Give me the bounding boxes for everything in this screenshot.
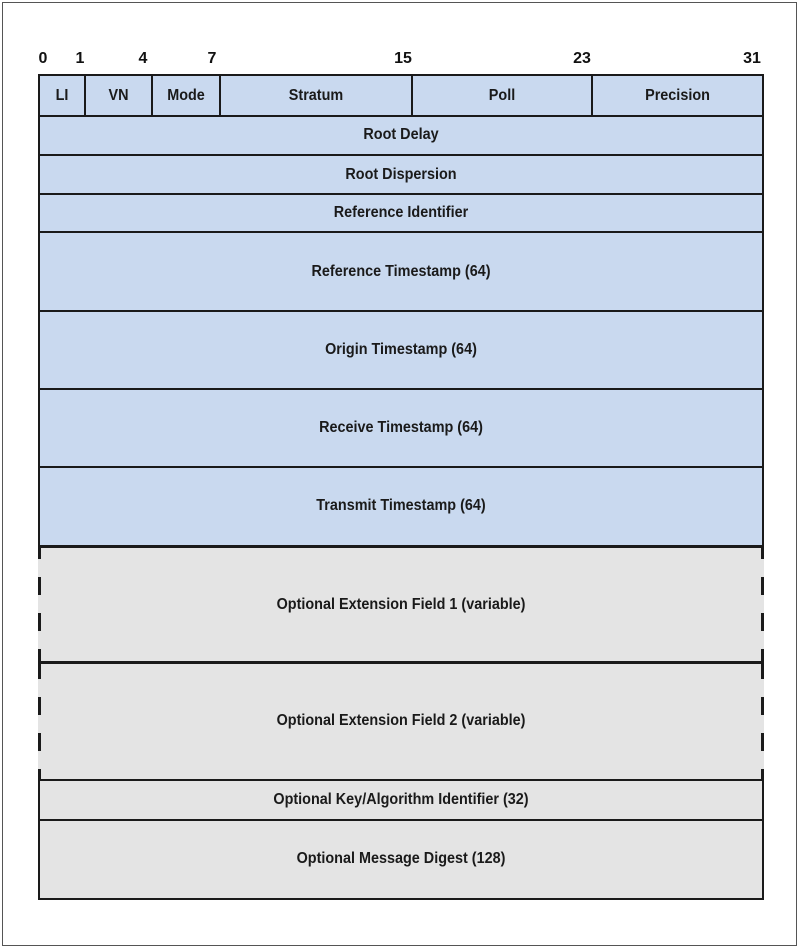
dash-mark [761, 697, 764, 715]
divider-line [38, 661, 764, 664]
bit-label-7: 7 [207, 50, 217, 67]
transmit-timestamp-label: Transmit Timestamp (64) [316, 497, 486, 514]
reference-identifier-label: Reference Identifier [333, 203, 469, 221]
dash-mark [761, 545, 764, 559]
bit-label-23: 23 [573, 50, 591, 67]
dash-mark [761, 613, 764, 631]
bit-label-1: 1 [75, 50, 85, 67]
dash-mark [38, 545, 41, 559]
root-delay-label: Root Delay [363, 125, 439, 143]
field-li: LI [55, 86, 69, 104]
bit-label-4: 4 [138, 50, 148, 67]
header-divider [84, 74, 86, 117]
header-divider [591, 74, 593, 117]
message-digest-field [38, 819, 764, 900]
dash-mark [761, 733, 764, 751]
dash-mark [38, 697, 41, 715]
field-stratum: Stratum [288, 86, 344, 104]
bit-label-31: 31 [743, 50, 761, 67]
receive-timestamp-field [38, 388, 764, 468]
bit-label-0: 0 [38, 50, 48, 67]
dash-mark [38, 613, 41, 631]
dash-mark [761, 577, 764, 595]
header-divider [411, 74, 413, 117]
root-dispersion-label: Root Dispersion [345, 165, 457, 183]
message-digest-label: Optional Message Digest (128) [296, 849, 506, 867]
root-delay-field [38, 115, 764, 156]
dash-mark [38, 577, 41, 595]
key-identifier-label: Optional Key/Algorithm Identifier (32) [273, 790, 529, 808]
receive-timestamp-label: Receive Timestamp (64) [319, 418, 483, 436]
dash-mark [761, 649, 764, 679]
dash-mark [38, 649, 41, 679]
transmit-timestamp-field [38, 466, 764, 547]
extension-field-2-label: Optional Extension Field 2 (variable) [276, 711, 526, 729]
field-mode: Mode [167, 86, 205, 104]
reference-timestamp-label: Reference Timestamp (64) [311, 262, 491, 280]
header-divider [219, 74, 221, 117]
dash-mark [38, 733, 41, 751]
field-poll: Poll [488, 86, 516, 104]
key-identifier-field [38, 779, 764, 821]
origin-timestamp-label: Origin Timestamp (64) [325, 340, 477, 358]
field-vn: VN [108, 86, 129, 104]
dash-mark [761, 769, 764, 781]
divider-line [38, 545, 764, 548]
origin-timestamp-field [38, 310, 764, 390]
dash-mark [38, 769, 41, 781]
reference-timestamp-field [38, 231, 764, 312]
bit-label-15: 15 [394, 50, 412, 67]
field-precision: Precision [645, 86, 710, 104]
extension-field-1-label: Optional Extension Field 1 (variable) [276, 595, 526, 613]
header-divider [151, 74, 153, 117]
